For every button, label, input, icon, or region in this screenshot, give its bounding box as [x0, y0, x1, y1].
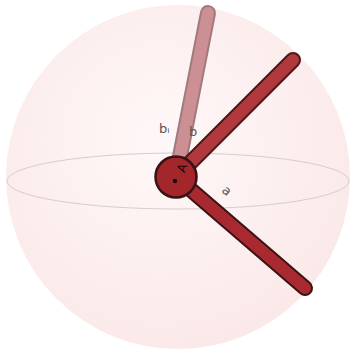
joint-ball: A	[154, 155, 198, 199]
rods	[176, 13, 305, 288]
sphere	[6, 5, 350, 349]
equator	[7, 153, 349, 209]
rod-label: bᵢ	[159, 122, 170, 135]
rod-label: b	[189, 125, 197, 138]
ball-outline	[154, 155, 198, 199]
